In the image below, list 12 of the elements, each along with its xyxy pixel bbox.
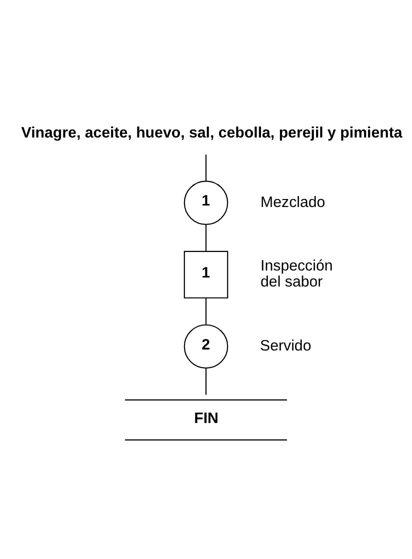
connector [205,154,207,181]
connector [205,298,207,324]
node-label: Mezclado [260,194,326,211]
connector [205,224,207,251]
node-circle: 2 [184,324,228,369]
node-box: 1 [184,250,228,298]
node-label: Inspección del sabor [260,258,333,291]
node-text: FIN [194,410,218,427]
node-text: Vinagre, aceite, huevo, sal, cebolla, perejil y pimienta [21,124,402,142]
connector [205,368,207,395]
node-label: Servido [260,337,312,354]
node-circle: 1 [184,180,228,225]
